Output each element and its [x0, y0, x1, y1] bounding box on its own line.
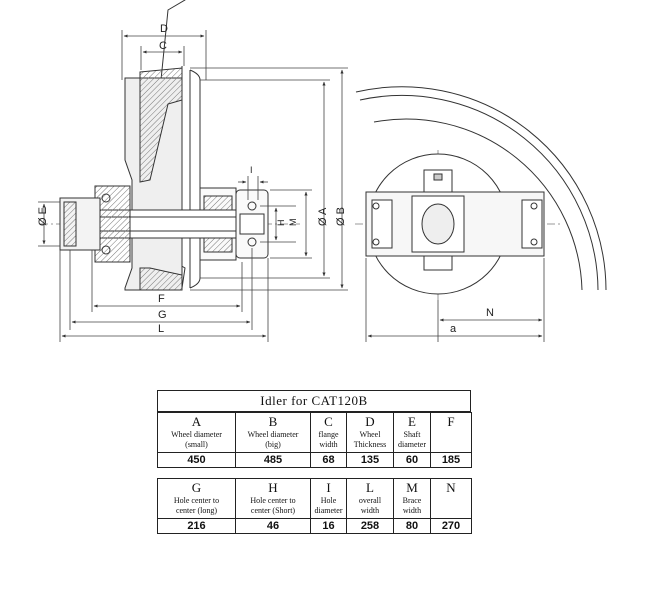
dim-label-f: F	[158, 293, 165, 305]
spec-value: 68	[310, 452, 347, 468]
spec-letter: N	[430, 478, 472, 496]
spec-value: 185	[430, 452, 472, 468]
spec-letter: F	[430, 412, 472, 430]
spec-letter: L	[346, 478, 394, 496]
front-view-dimension-labels: N a	[450, 307, 494, 335]
spec-letter: G	[157, 478, 236, 496]
spec-value: 450	[157, 452, 236, 468]
spec-value: 80	[393, 518, 431, 534]
side-view-dimension-labels: D C I H M Ø A Ø B Ø E F G L	[37, 23, 347, 335]
spec-letter: H	[235, 478, 311, 496]
spec-value: 270	[430, 518, 472, 534]
dim-label-h: H	[276, 220, 286, 227]
dim-label-d: D	[160, 23, 168, 35]
front-view	[355, 86, 607, 300]
spec-letter: C	[310, 412, 347, 430]
spec-value: 16	[310, 518, 347, 534]
spec-value: 135	[346, 452, 394, 468]
spec-value: 216	[157, 518, 236, 534]
spec-value: 46	[235, 518, 311, 534]
spec-values-row2: 216 46 16 258 80 270	[157, 518, 472, 534]
spec-letters-row1: A B C D E F	[157, 412, 472, 430]
spec-desc	[430, 496, 472, 519]
dim-label-l: L	[158, 323, 164, 335]
dim-label-n: N	[486, 307, 494, 319]
spec-value: 485	[235, 452, 311, 468]
spec-table-title: Idler for CAT120B	[157, 390, 471, 412]
dim-label-a-lower: a	[450, 323, 457, 335]
spec-value: 60	[393, 452, 431, 468]
spec-values-row1: 450 485 68 135 60 185	[157, 452, 472, 468]
spec-letter: E	[393, 412, 431, 430]
dim-label-b: Ø B	[335, 207, 347, 226]
dim-label-m: M	[288, 219, 298, 227]
spec-descriptions-row1: Wheel diameter(small) Wheel diameter(big…	[157, 430, 472, 453]
spec-grid-row1: A B C D E F Wheel diameter(small) Wheel …	[157, 412, 472, 468]
spec-desc: Wheel diameter(small)	[157, 430, 236, 453]
spec-letter: M	[393, 478, 431, 496]
spec-table: Idler for CAT120B A B C D E F Wheel diam…	[157, 390, 472, 534]
spec-letter: A	[157, 412, 236, 430]
side-view-dimensions	[38, 30, 348, 342]
idler-technical-drawing: D C I H M Ø A Ø B Ø E F G L	[37, 0, 607, 342]
dim-label-g: G	[158, 309, 167, 321]
spec-letter: D	[346, 412, 394, 430]
side-section-view	[40, 0, 300, 291]
dim-label-a: Ø A	[317, 207, 329, 226]
spec-letter: I	[310, 478, 347, 496]
dim-label-i: I	[250, 165, 253, 175]
dim-label-e: Ø E	[37, 207, 49, 226]
spec-letters-row2: G H I L M N	[157, 478, 472, 496]
spec-letter: B	[235, 412, 311, 430]
front-view-dimensions	[365, 258, 545, 342]
dim-label-c: C	[159, 40, 167, 52]
spec-value: 258	[346, 518, 394, 534]
spec-desc	[430, 430, 472, 453]
spec-desc: Wheel diameter(big)	[235, 430, 311, 453]
